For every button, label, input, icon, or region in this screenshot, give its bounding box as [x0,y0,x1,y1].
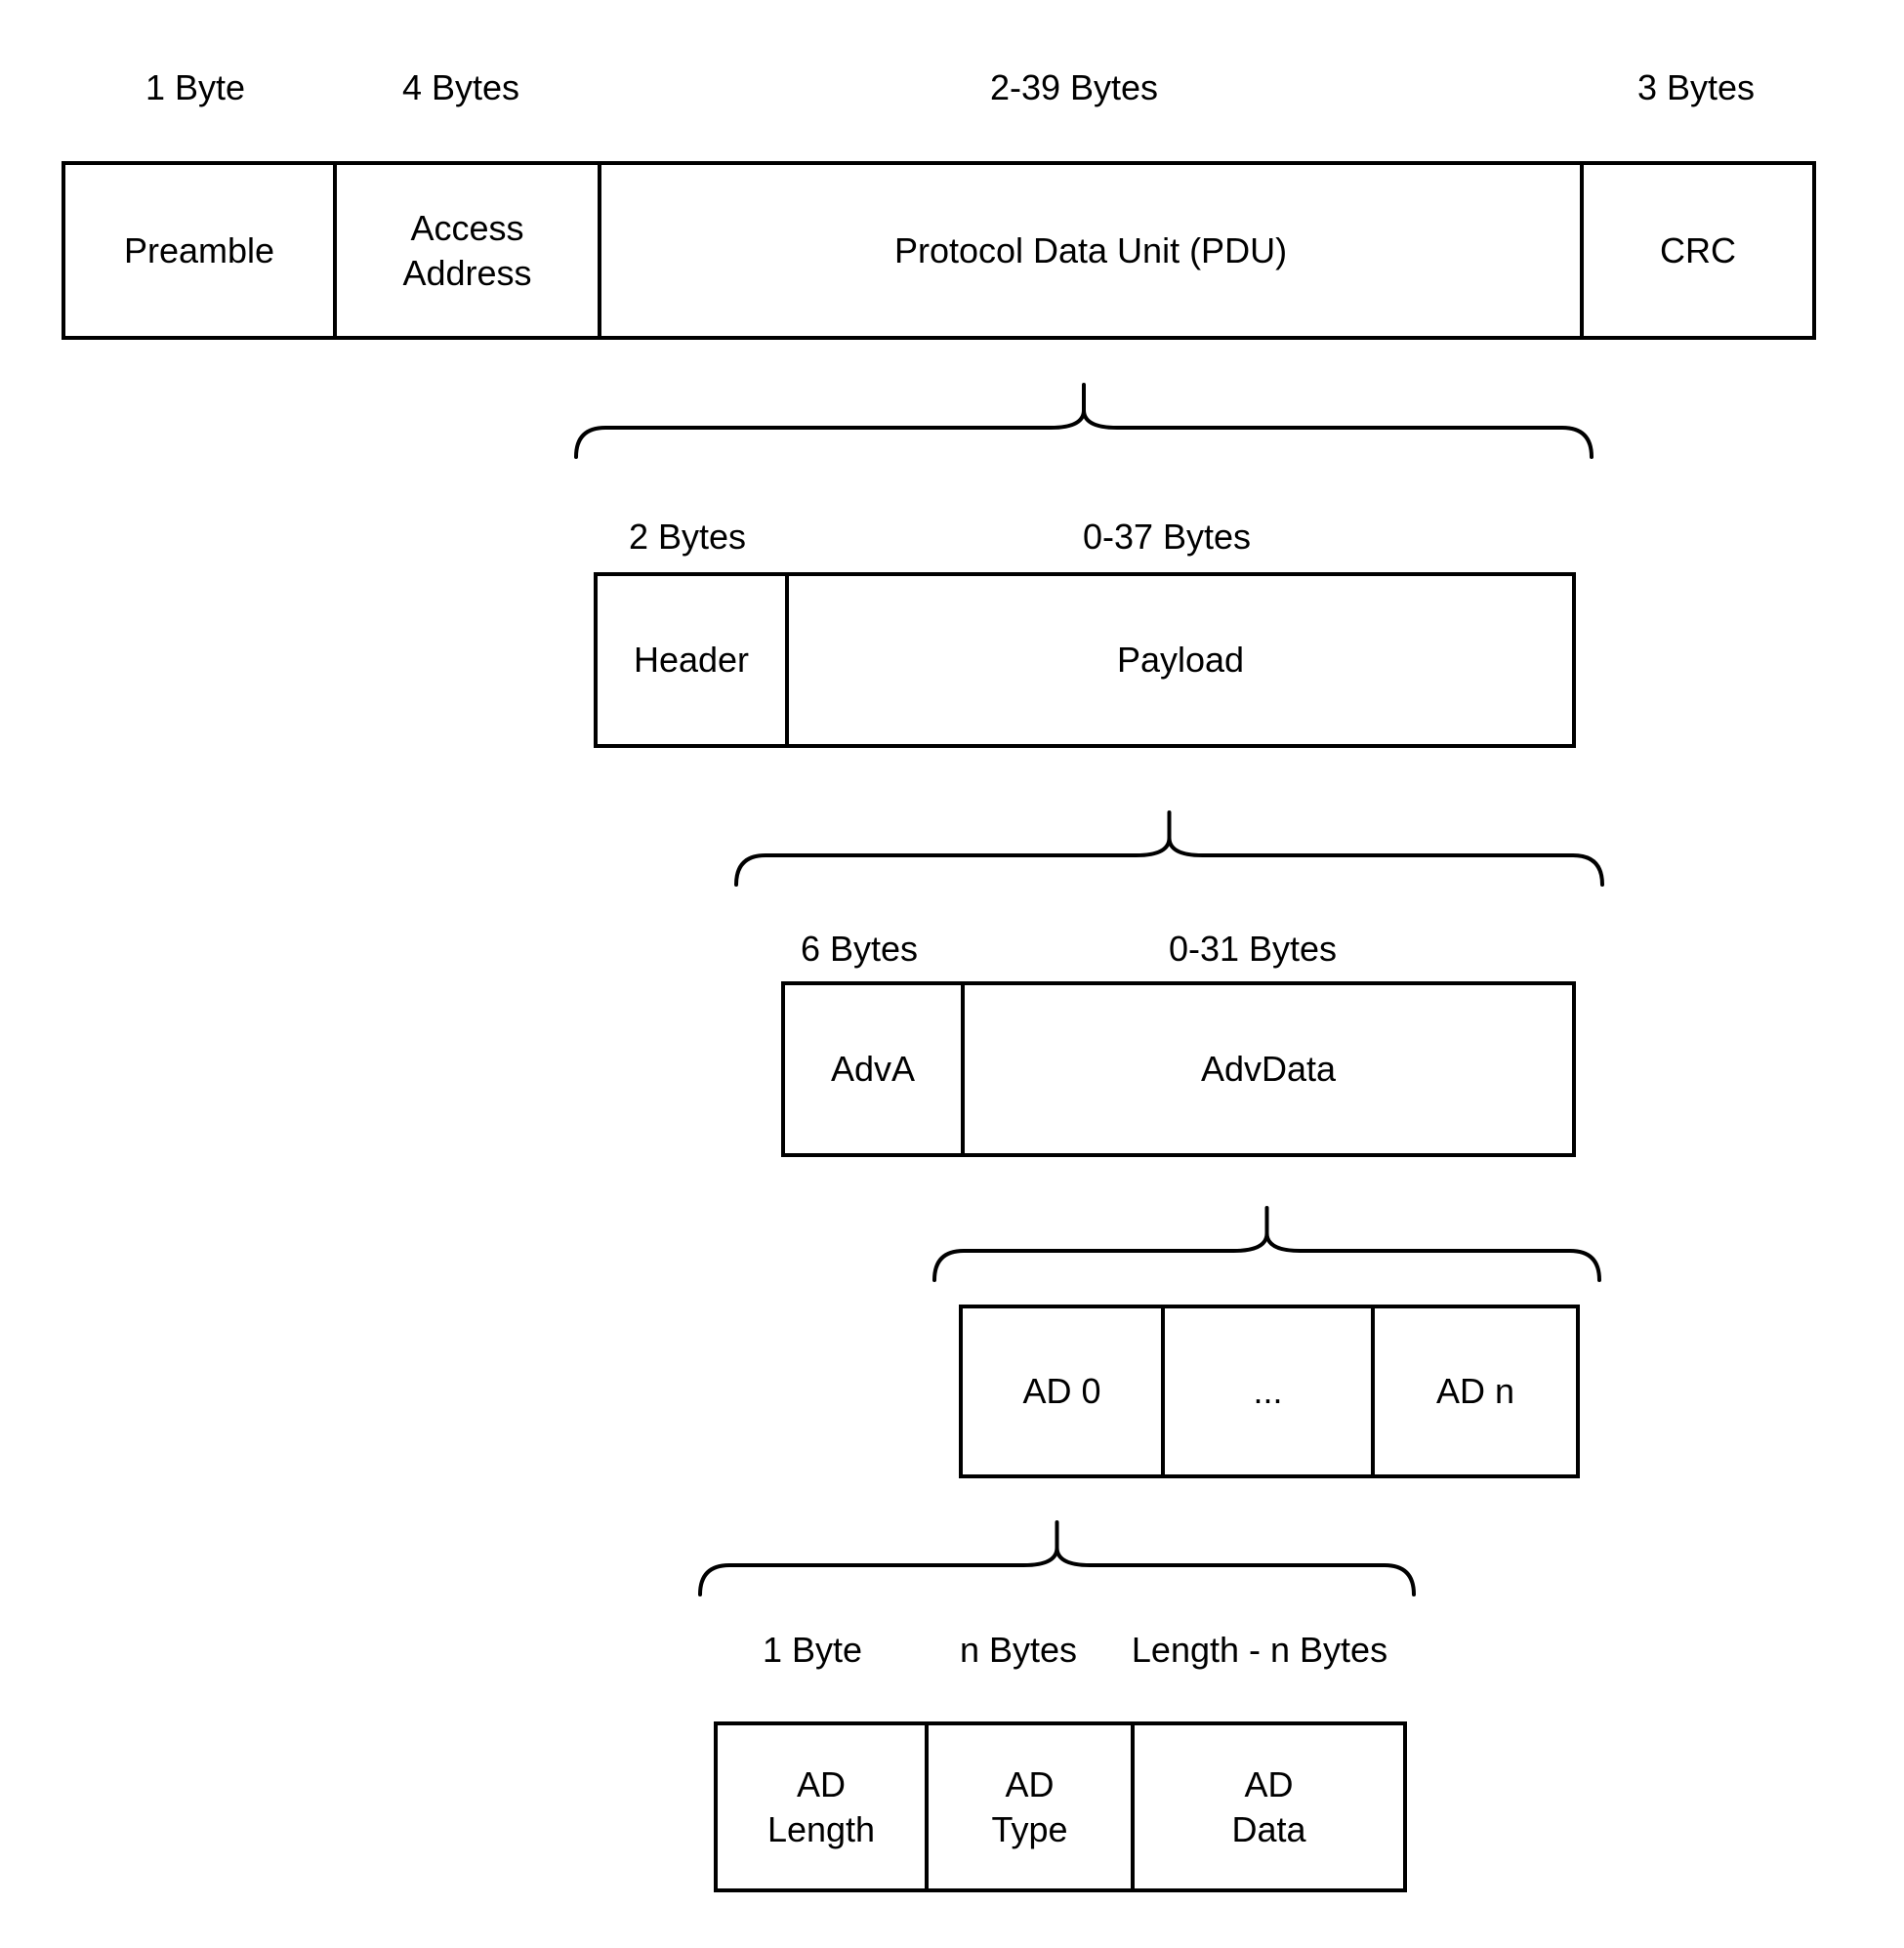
size-label-ad-length: 1 Byte [762,1630,863,1670]
cell-ad-length: AD Length [766,1763,876,1849]
size-label-payload: 0-37 Bytes [1082,517,1252,557]
size-label-advdata: 0-31 Bytes [1168,929,1338,969]
cell-ellipsis: ... [1161,1308,1371,1474]
cell-payload: Payload [785,576,1572,744]
ad0-brace [698,1520,1416,1596]
size-label-access-address: 4 Bytes [401,67,520,107]
packet-row: Preamble Access Address Protocol Data Un… [62,161,1816,340]
cell-pdu: Protocol Data Unit (PDU) [598,165,1580,336]
size-label-crc: 3 Bytes [1636,67,1756,107]
size-label-adva: 6 Bytes [800,929,919,969]
cell-preamble: Preamble [123,229,275,270]
payload-row: AdvA AdvData [781,981,1576,1157]
pdu-row: Header Payload [594,572,1576,748]
cell-ad-data: AD Data [1131,1725,1403,1888]
pdu-brace [574,383,1594,459]
cell-ad0: AD 0 [1022,1371,1101,1411]
cell-header: Header [633,640,750,680]
cell-adva: AdvA [830,1049,916,1089]
cell-access-address: Access Address [333,165,598,336]
size-label-ad-data: Length - n Bytes [1131,1630,1388,1670]
size-label-preamble: 1 Byte [145,67,246,107]
size-label-header: 2 Bytes [628,517,747,557]
size-label-pdu: 2-39 Bytes [989,67,1159,107]
payload-brace [734,810,1604,887]
cell-advdata: AdvData [961,985,1572,1153]
size-label-ad-type: n Bytes [959,1630,1078,1670]
advdata-brace [932,1206,1601,1282]
cell-adn: AD n [1371,1308,1576,1474]
cell-ad-type: AD Type [925,1725,1131,1888]
ad-structure-row: AD Length AD Type AD Data [714,1721,1407,1892]
cell-crc: CRC [1580,165,1812,336]
advdata-row: AD 0 ... AD n [959,1305,1580,1478]
